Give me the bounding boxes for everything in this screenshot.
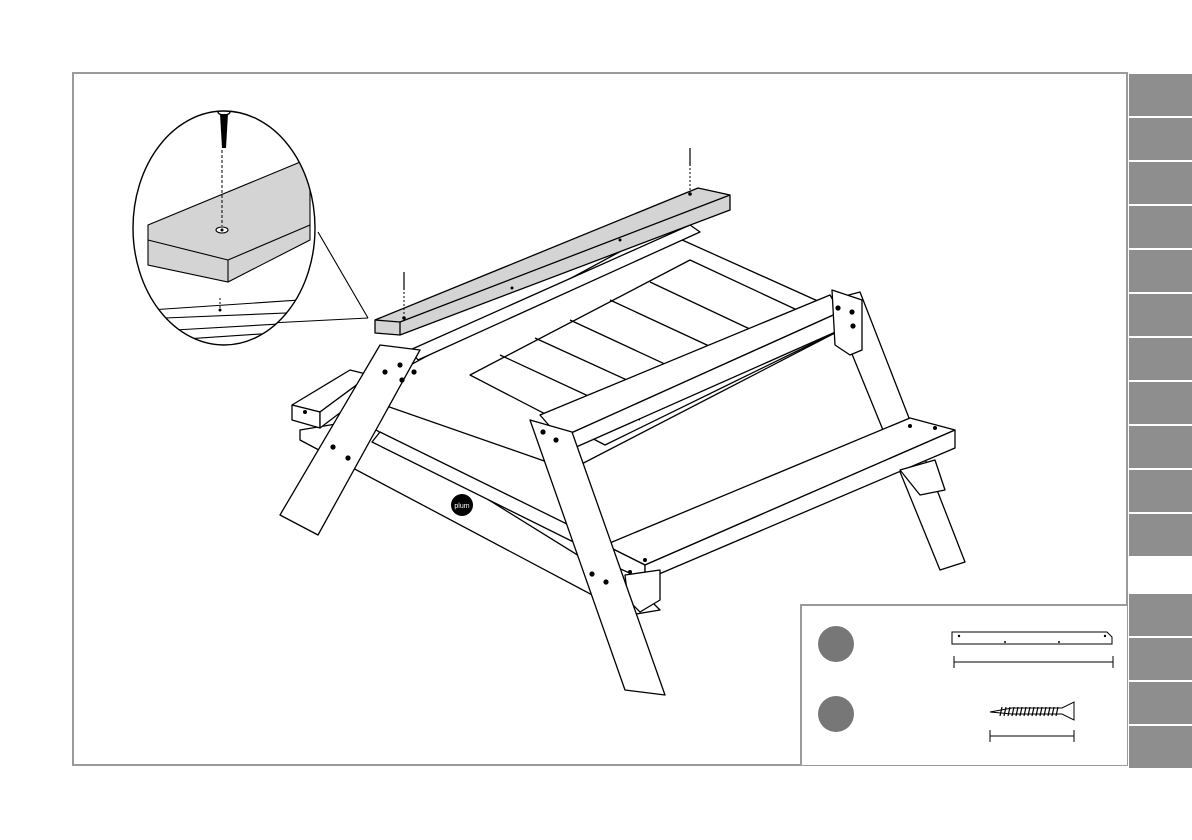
part-row-board xyxy=(802,622,1127,682)
logo-text: plum xyxy=(454,503,469,510)
right-bench-top xyxy=(605,418,955,565)
part-number-badge xyxy=(818,696,854,732)
bench-board-icon xyxy=(942,622,1142,682)
part-row-screw xyxy=(802,692,1127,752)
part-number-badge xyxy=(818,626,854,662)
wood-screw-icon xyxy=(982,692,1182,752)
parts-legend xyxy=(800,604,1127,765)
